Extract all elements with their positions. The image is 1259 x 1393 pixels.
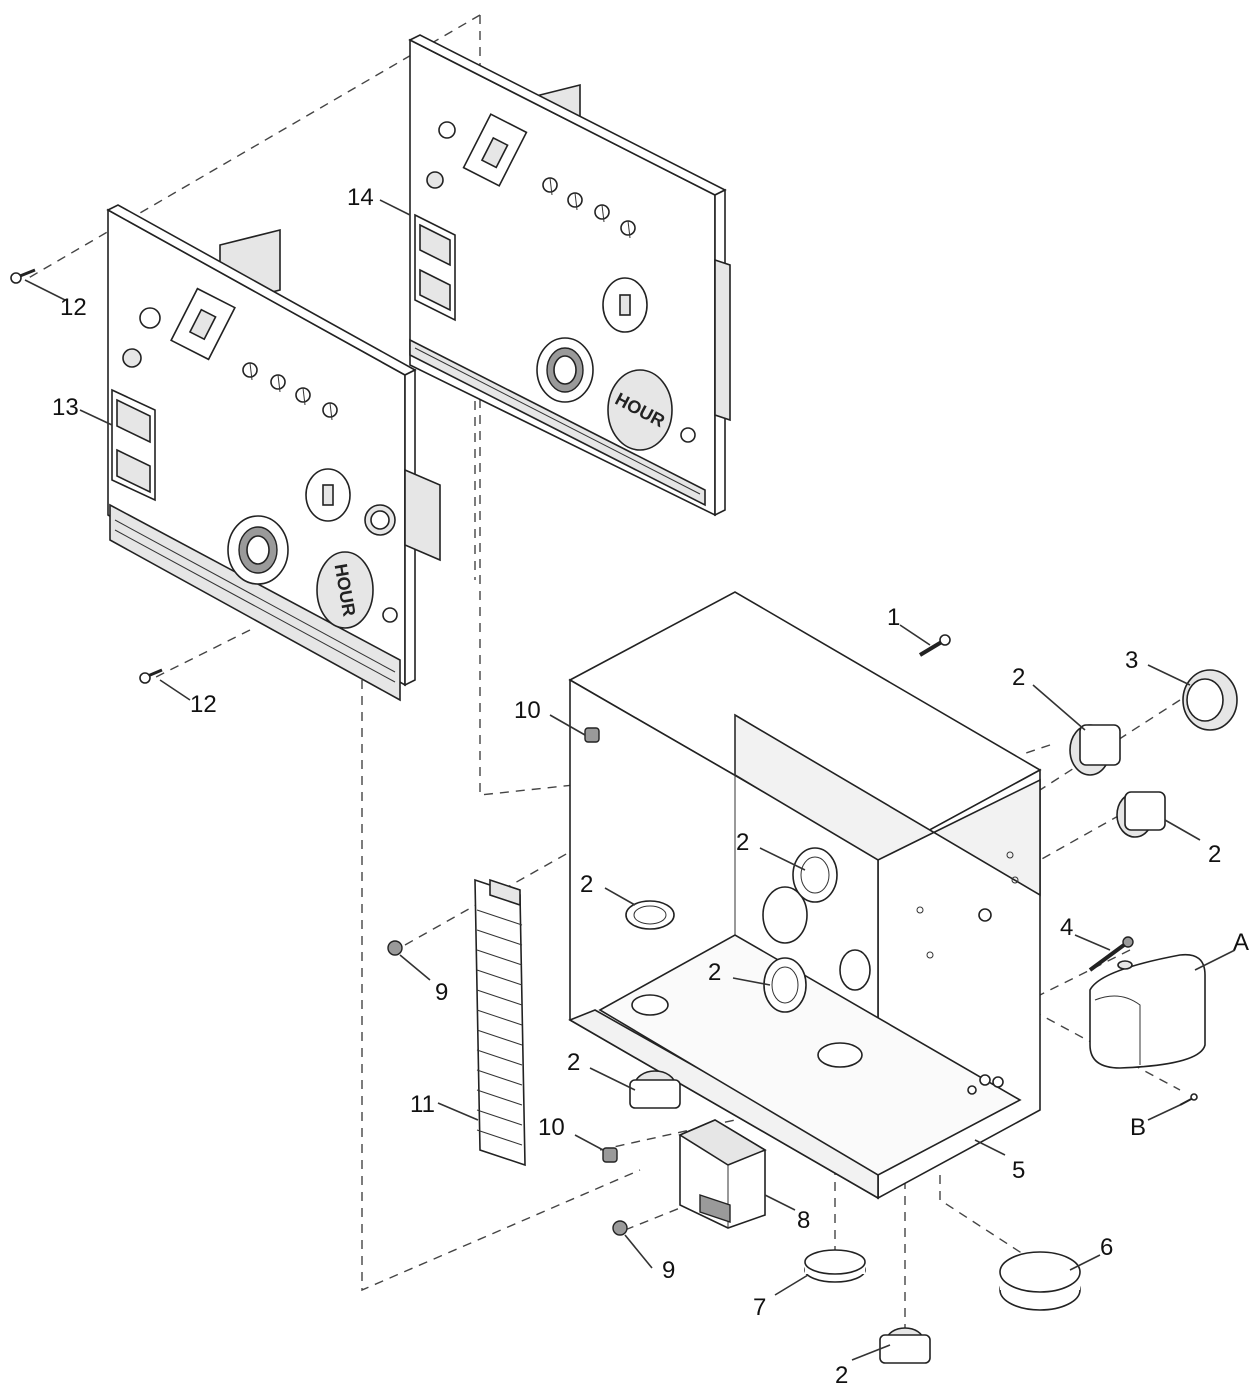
callout-11: 11 xyxy=(410,1091,435,1118)
enclosure-box xyxy=(568,591,1042,1200)
connector-front xyxy=(364,504,396,536)
callout-6: 6 xyxy=(1100,1234,1113,1261)
callout-2c: 2 xyxy=(736,829,749,856)
locknuts xyxy=(625,847,838,1013)
callout-1: 1 xyxy=(887,604,900,631)
callout-12a: 12 xyxy=(60,294,87,321)
callout-10b: 10 xyxy=(538,1114,565,1141)
terminal-strip xyxy=(474,878,526,1167)
receptacle-rear xyxy=(414,213,456,322)
control-panel-front: HOUR xyxy=(106,204,441,702)
gauge-rear xyxy=(536,337,594,403)
callout-10a: 10 xyxy=(514,697,541,724)
leader-lines xyxy=(24,199,1236,1361)
cover-a xyxy=(1089,953,1206,1069)
callout-3: 3 xyxy=(1125,647,1138,674)
callout-2g: 2 xyxy=(835,1362,848,1389)
callout-12b: 12 xyxy=(190,691,217,718)
callout-labels: 1 2 2 2 2 2 2 2 3 4 5 6 7 8 9 9 10 10 11… xyxy=(52,184,1249,1389)
callout-2a: 2 xyxy=(1012,664,1025,691)
receptacle-front xyxy=(111,388,156,502)
callout-2e: 2 xyxy=(708,959,721,986)
control-panel-rear: HOUR xyxy=(408,34,731,517)
terminal-segments xyxy=(476,909,523,1146)
small-parts xyxy=(387,727,767,1236)
toggle-switches-front xyxy=(242,362,338,421)
callout-5: 5 xyxy=(1012,1157,1025,1184)
callout-14: 14 xyxy=(347,184,374,211)
callout-4: 4 xyxy=(1060,914,1073,941)
gauge-front xyxy=(227,515,289,585)
hour-meter-rear: HOUR xyxy=(607,369,673,451)
callout-13: 13 xyxy=(52,394,79,421)
callout-7: 7 xyxy=(753,1294,766,1321)
hinge-front xyxy=(109,503,401,702)
callout-2d: 2 xyxy=(580,871,593,898)
callout-B: B xyxy=(1130,1114,1146,1141)
fasteners xyxy=(10,268,1198,1106)
callout-2f: 2 xyxy=(567,1049,580,1076)
callout-9a: 9 xyxy=(435,979,448,1006)
connector-parts xyxy=(629,669,1238,1364)
callout-A: A xyxy=(1233,929,1249,956)
hour-meter-front: HOUR xyxy=(316,551,374,629)
callout-2b: 2 xyxy=(1208,841,1221,868)
toggle-switches-rear xyxy=(542,177,636,239)
callout-9b: 9 xyxy=(662,1257,675,1284)
hinge-rear xyxy=(409,338,706,507)
plugs xyxy=(804,1249,1081,1311)
callout-8: 8 xyxy=(797,1207,810,1234)
